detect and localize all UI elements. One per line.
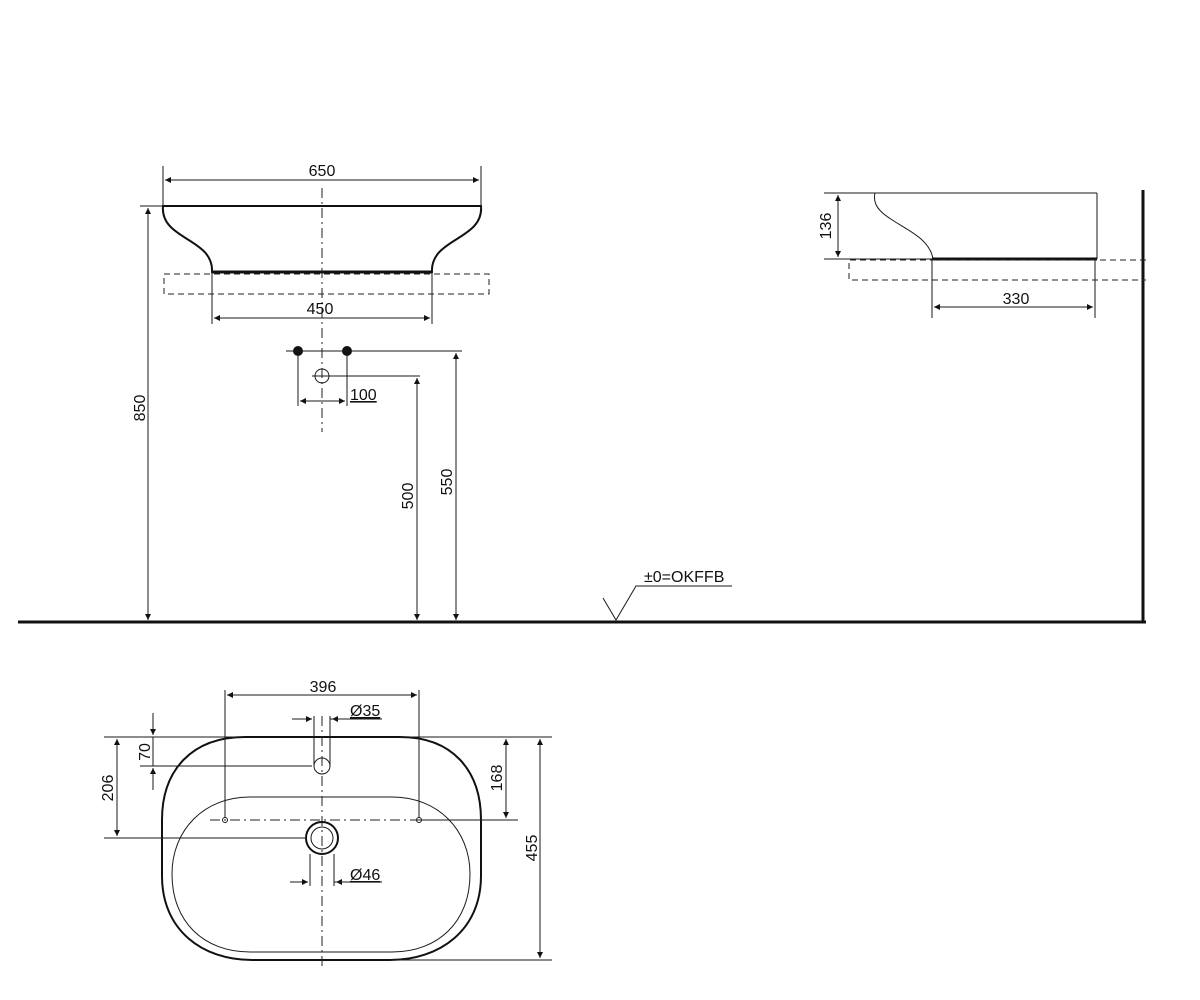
dim-overall-depth: 455 [524,835,541,862]
dim-supply-height: 550 [439,469,456,496]
basin-top-inner-bowl [171,796,471,953]
dim-front-base-width: 450 [307,301,334,318]
dim-waste-hole: Ø46 [350,867,380,884]
dim-tap-to-edge: 168 [489,765,506,792]
dim-side-height: 136 [818,213,835,240]
dim-side-depth: 330 [1003,291,1030,308]
dim-front-height: 850 [132,395,149,422]
dim-tap-spacing: 100 [350,387,377,404]
dim-waste-height: 500 [400,483,417,510]
floor-level-label: ±0=OKFFB [644,569,724,586]
side-view: 136 330 [818,192,1146,318]
top-view: 396 Ø35 Ø46 70 206 168 45 [100,679,552,970]
dim-front-width: 650 [309,163,336,180]
dim-top-to-waste: 206 [100,775,117,802]
dim-top-hole-spacing: 396 [310,679,337,696]
countertop-outline [163,273,490,295]
dim-tap-hole: Ø35 [350,703,380,720]
dim-top-to-tap: 70 [137,743,154,761]
front-view: 650 450 850 100 500 550 [132,163,490,620]
floor-level-marker: ±0=OKFFB [602,569,732,621]
